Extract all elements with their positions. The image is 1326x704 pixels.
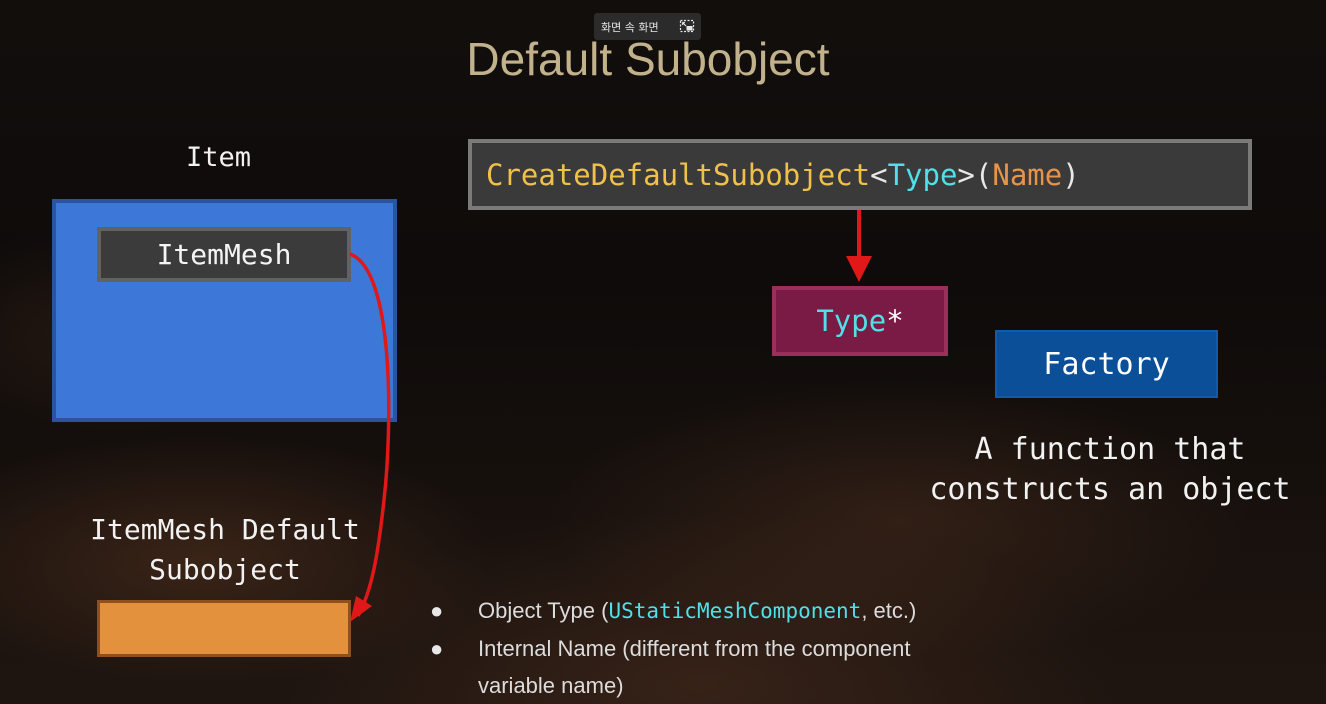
bullet-text: Object Type (UStaticMeshComponent, etc.) [478, 592, 916, 630]
bullet2-line2: variable name) [478, 673, 624, 698]
create-default-subobject-code: CreateDefaultSubobject<Type>(Name) [468, 139, 1252, 210]
type-pointer-type: Type [816, 304, 887, 338]
item-label: Item [186, 142, 252, 173]
default-subobject-label-line2: Subobject [149, 553, 301, 586]
factory-description-line1: A function that [974, 432, 1246, 467]
code-arrowhead-icon [846, 256, 872, 282]
bullet1-code: UStaticMeshComponent [608, 599, 862, 623]
factory-description: A function that constructs an object [900, 430, 1320, 510]
bullet-item-internal-name: ● Internal Name (different from the comp… [430, 630, 1030, 704]
itemmesh-arrowhead-icon [350, 596, 372, 622]
bullet-dot-icon: ● [430, 636, 444, 661]
code-type-param: Type [887, 157, 958, 192]
bullet-list: ● Object Type (UStaticMeshComponent, etc… [430, 592, 1030, 704]
slide-title: Default Subobject [466, 33, 830, 85]
default-subobject-label-line1: ItemMesh Default [90, 513, 360, 546]
factory-box: Factory [995, 330, 1218, 398]
code-close-paren: ) [1062, 157, 1080, 192]
code-function-name: CreateDefaultSubobject [486, 157, 871, 192]
bullet1-prefix: Object Type ( [478, 598, 609, 623]
code-close-angle: > [957, 157, 975, 192]
pip-badge-label: 화면 속 화면 [601, 20, 659, 34]
bullet-item-object-type: ● Object Type (UStaticMeshComponent, etc… [430, 592, 1030, 630]
bullet-dot-icon: ● [430, 598, 444, 623]
bullet2-line1: Internal Name (different from the compon… [478, 636, 911, 661]
picture-in-picture-badge[interactable]: 화면 속 화면 [594, 13, 701, 40]
code-open-paren: ( [974, 157, 993, 192]
picture-in-picture-icon[interactable] [679, 18, 695, 34]
bullet-text: Internal Name (different from the compon… [478, 630, 910, 704]
type-pointer-star: * [886, 304, 904, 338]
default-subobject-label: ItemMesh Default Subobject [50, 510, 400, 590]
type-pointer-box: Type* [772, 286, 948, 356]
factory-description-line2: constructs an object [929, 472, 1291, 507]
bullet1-suffix: , etc.) [861, 598, 917, 623]
code-open-angle: < [870, 157, 888, 192]
default-subobject-box [97, 600, 351, 657]
code-name-param: Name [992, 157, 1063, 192]
itemmesh-to-subobject-arrow [349, 252, 391, 617]
itemmesh-component-chip: ItemMesh [97, 227, 351, 282]
